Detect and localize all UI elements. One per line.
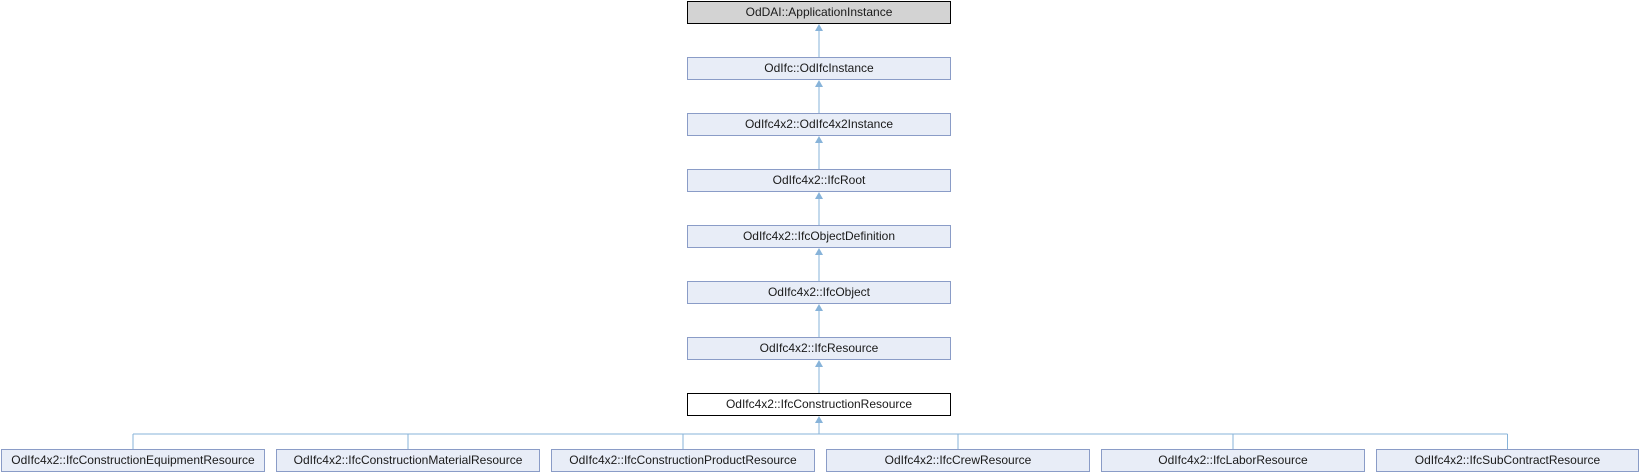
ancestor-node-ifc-root[interactable]: OdIfc4x2::IfcRoot <box>687 169 951 192</box>
inheritance-arrowhead <box>815 24 823 31</box>
ancestor-node-ifc-object[interactable]: OdIfc4x2::IfcObject <box>687 281 951 304</box>
inheritance-arrowhead <box>815 136 823 143</box>
child-node-ifc-construction-product-resource[interactable]: OdIfc4x2::IfcConstructionProductResource <box>551 449 815 472</box>
ancestor-node-ifc-object-definition[interactable]: OdIfc4x2::IfcObjectDefinition <box>687 225 951 248</box>
inheritance-arrowhead <box>815 248 823 255</box>
ancestor-node-application-instance[interactable]: OdDAI::ApplicationInstance <box>687 1 951 24</box>
inheritance-arrowhead <box>815 80 823 87</box>
ancestor-node-odifc-instance[interactable]: OdIfc::OdIfcInstance <box>687 57 951 80</box>
inheritance-arrowhead <box>815 416 823 423</box>
child-node-ifc-crew-resource[interactable]: OdIfc4x2::IfcCrewResource <box>826 449 1090 472</box>
child-node-ifc-construction-material-resource[interactable]: OdIfc4x2::IfcConstructionMaterialResourc… <box>276 449 540 472</box>
inheritance-arrowhead <box>815 360 823 367</box>
inheritance-arrowhead <box>815 304 823 311</box>
ancestor-node-odifc4x2-instance[interactable]: OdIfc4x2::OdIfc4x2Instance <box>687 113 951 136</box>
ancestor-node-ifc-resource[interactable]: OdIfc4x2::IfcResource <box>687 337 951 360</box>
current-node-ifc-construction-resource: OdIfc4x2::IfcConstructionResource <box>687 393 951 416</box>
child-node-ifc-labor-resource[interactable]: OdIfc4x2::IfcLaborResource <box>1101 449 1365 472</box>
child-node-ifc-sub-contract-resource[interactable]: OdIfc4x2::IfcSubContractResource <box>1376 449 1639 472</box>
inheritance-arrowhead <box>815 192 823 199</box>
child-node-ifc-construction-equipment-resource[interactable]: OdIfc4x2::IfcConstructionEquipmentResour… <box>1 449 265 472</box>
